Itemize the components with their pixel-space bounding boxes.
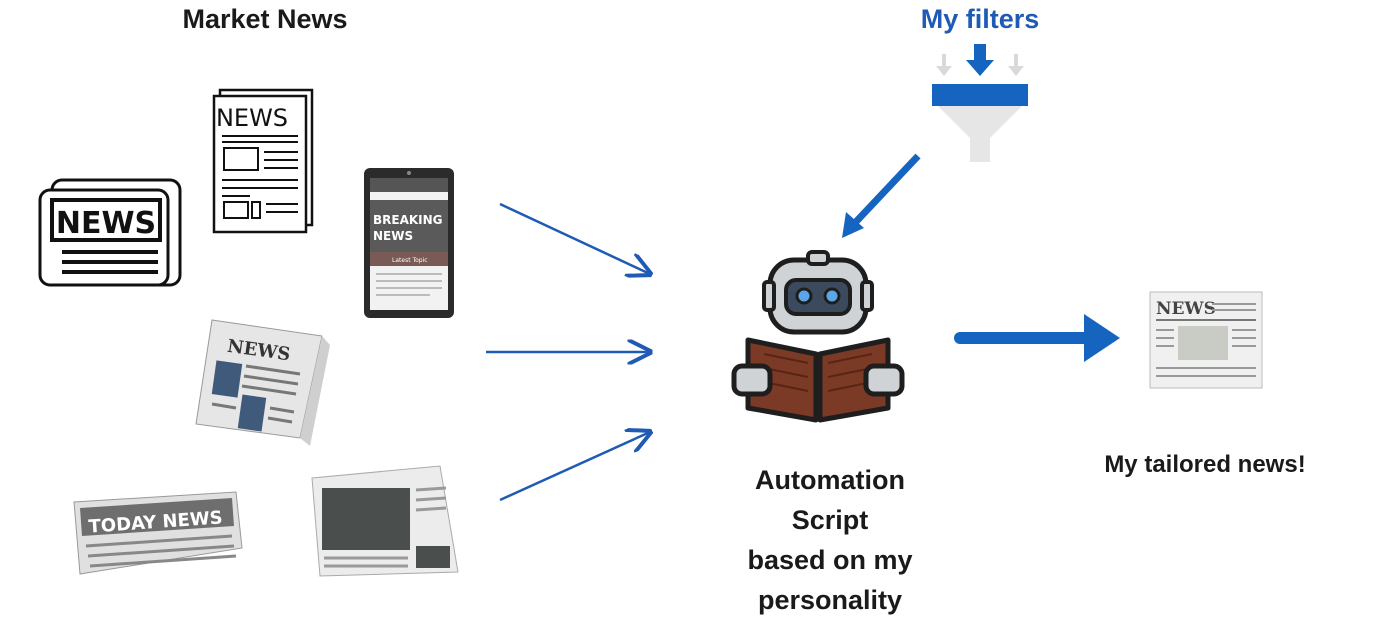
tailored-news-text: NEWS	[1156, 299, 1216, 319]
script-label-line-1: Automation	[755, 465, 905, 495]
news-page-icon: NEWS	[212, 88, 314, 234]
script-label-line-4: personality	[757, 585, 903, 615]
automation-script-label: Automation Script based on my personalit…	[720, 460, 940, 620]
tablet-breaking-text: BREAKING	[373, 213, 443, 227]
today-news-icon: TODAY NEWS	[73, 491, 243, 575]
filter-funnel-icon	[932, 44, 1028, 162]
filter-arrow-head	[842, 212, 864, 238]
tailored-newspaper-icon: NEWS	[1149, 291, 1263, 389]
market-news-title: Market News	[182, 4, 348, 34]
arrow-top	[499, 202, 650, 274]
output-arrow-head	[1084, 314, 1120, 362]
tailored-news-label: My tailored news!	[1104, 451, 1306, 478]
news-page-text: NEWS	[216, 104, 288, 132]
script-label-line-2: Script	[791, 505, 869, 535]
news-stack-text: NEWS	[56, 206, 156, 241]
arrow-bottom	[499, 432, 650, 502]
my-filters-title: My filters	[920, 4, 1040, 34]
tablet-news-text: NEWS	[373, 229, 413, 243]
tablet-caption: Latest Topic	[392, 257, 428, 264]
robot-reading-icon	[731, 250, 905, 423]
open-newspaper-icon	[311, 465, 459, 577]
filter-arrow-shaft	[849, 153, 921, 229]
news-stack-icon: NEWS	[38, 178, 182, 287]
tablet-breaking-news-icon: BREAKING NEWS Latest Topic	[364, 168, 454, 318]
script-label-line-3: based on my	[747, 545, 913, 575]
folded-newspaper-icon: NEWS	[195, 319, 330, 446]
